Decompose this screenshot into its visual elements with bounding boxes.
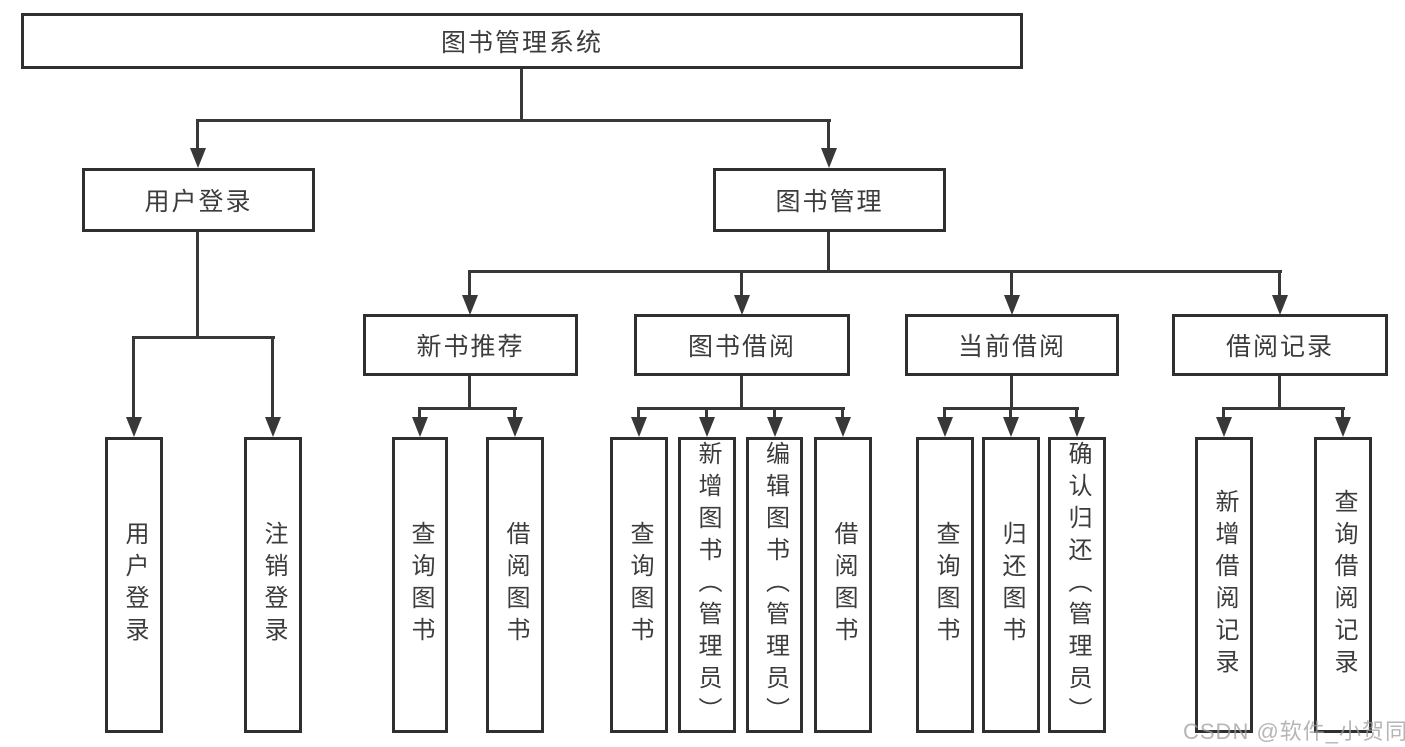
leaf-query-books-2: 查询图书 xyxy=(610,437,668,733)
connector-vline xyxy=(740,376,743,410)
connector-hline xyxy=(468,270,1282,273)
connector-vline xyxy=(1222,407,1225,421)
leaf-add-borrow-record: 新增借阅记录 xyxy=(1195,437,1253,733)
arrowhead-down-icon xyxy=(835,417,851,437)
node-book-borrow: 图书借阅 xyxy=(634,314,850,376)
connector-vline xyxy=(1341,407,1344,421)
connector-vline xyxy=(841,407,844,421)
node-new-book-recommend: 新书推荐 xyxy=(363,314,578,376)
arrowhead-down-icon xyxy=(699,417,715,437)
arrowhead-down-icon xyxy=(821,148,837,168)
arrowhead-down-icon xyxy=(767,417,783,437)
connector-hline xyxy=(196,119,831,122)
leaf-confirm-return-admin: 确认归还（管理员） xyxy=(1048,437,1106,733)
connector-vline xyxy=(520,69,523,120)
node-borrow-records: 借阅记录 xyxy=(1172,314,1388,376)
connector-vline xyxy=(705,407,708,421)
connector-hline xyxy=(418,407,517,410)
connector-vline xyxy=(1010,376,1013,410)
arrowhead-down-icon xyxy=(734,295,750,315)
arrowhead-down-icon xyxy=(1272,295,1288,315)
leaf-query-borrow-record: 查询借阅记录 xyxy=(1314,437,1372,733)
leaf-edit-books-admin: 编辑图书（管理员） xyxy=(746,437,803,733)
arrowhead-down-icon xyxy=(507,417,523,437)
leaf-query-books-1: 查询图书 xyxy=(392,437,448,733)
arrowhead-down-icon xyxy=(1216,417,1232,437)
connector-vline xyxy=(773,407,776,421)
arrowhead-down-icon xyxy=(1335,417,1351,437)
connector-vline xyxy=(1278,270,1281,298)
connector-hline xyxy=(637,407,845,410)
connector-vline xyxy=(827,119,830,151)
connector-vline xyxy=(468,376,471,410)
node-current-borrow: 当前借阅 xyxy=(905,314,1119,376)
leaf-add-books-admin: 新增图书（管理员） xyxy=(678,437,736,733)
leaf-borrow-books-1: 借阅图书 xyxy=(486,437,544,733)
arrowhead-down-icon xyxy=(631,417,647,437)
connector-vline xyxy=(418,407,421,421)
connector-vline xyxy=(1010,270,1013,298)
node-book-management: 图书管理 xyxy=(713,168,946,232)
arrowhead-down-icon xyxy=(462,295,478,315)
leaf-borrow-books-2: 借阅图书 xyxy=(814,437,872,733)
leaf-logout: 注销登录 xyxy=(244,437,302,733)
arrowhead-down-icon xyxy=(190,148,206,168)
connector-vline xyxy=(196,232,199,339)
connector-vline xyxy=(637,407,640,421)
connector-vline xyxy=(827,232,830,273)
arrowhead-down-icon xyxy=(412,417,428,437)
arrowhead-down-icon xyxy=(265,417,281,437)
leaf-query-books-3: 查询图书 xyxy=(916,437,974,733)
connector-hline xyxy=(1222,407,1345,410)
connector-vline xyxy=(1009,407,1012,421)
connector-vline xyxy=(943,407,946,421)
leaf-return-books: 归还图书 xyxy=(982,437,1040,733)
connector-vline xyxy=(740,270,743,298)
connector-vline xyxy=(1278,376,1281,410)
arrowhead-down-icon xyxy=(126,417,142,437)
arrowhead-down-icon xyxy=(1003,417,1019,437)
connector-vline xyxy=(468,270,471,298)
leaf-user-login: 用户登录 xyxy=(105,437,163,733)
arrowhead-down-icon xyxy=(937,417,953,437)
connector-vline xyxy=(513,407,516,421)
arrowhead-down-icon xyxy=(1004,295,1020,315)
connector-vline xyxy=(196,119,199,151)
node-root: 图书管理系统 xyxy=(21,13,1023,69)
csdn-watermark: CSDN @软件_小贺同学 xyxy=(1183,719,1405,744)
connector-vline xyxy=(271,336,274,420)
connector-vline xyxy=(1075,407,1078,421)
connector-vline xyxy=(132,336,135,420)
connector-hline xyxy=(132,336,275,339)
arrowhead-down-icon xyxy=(1069,417,1085,437)
node-user-login: 用户登录 xyxy=(82,168,315,232)
